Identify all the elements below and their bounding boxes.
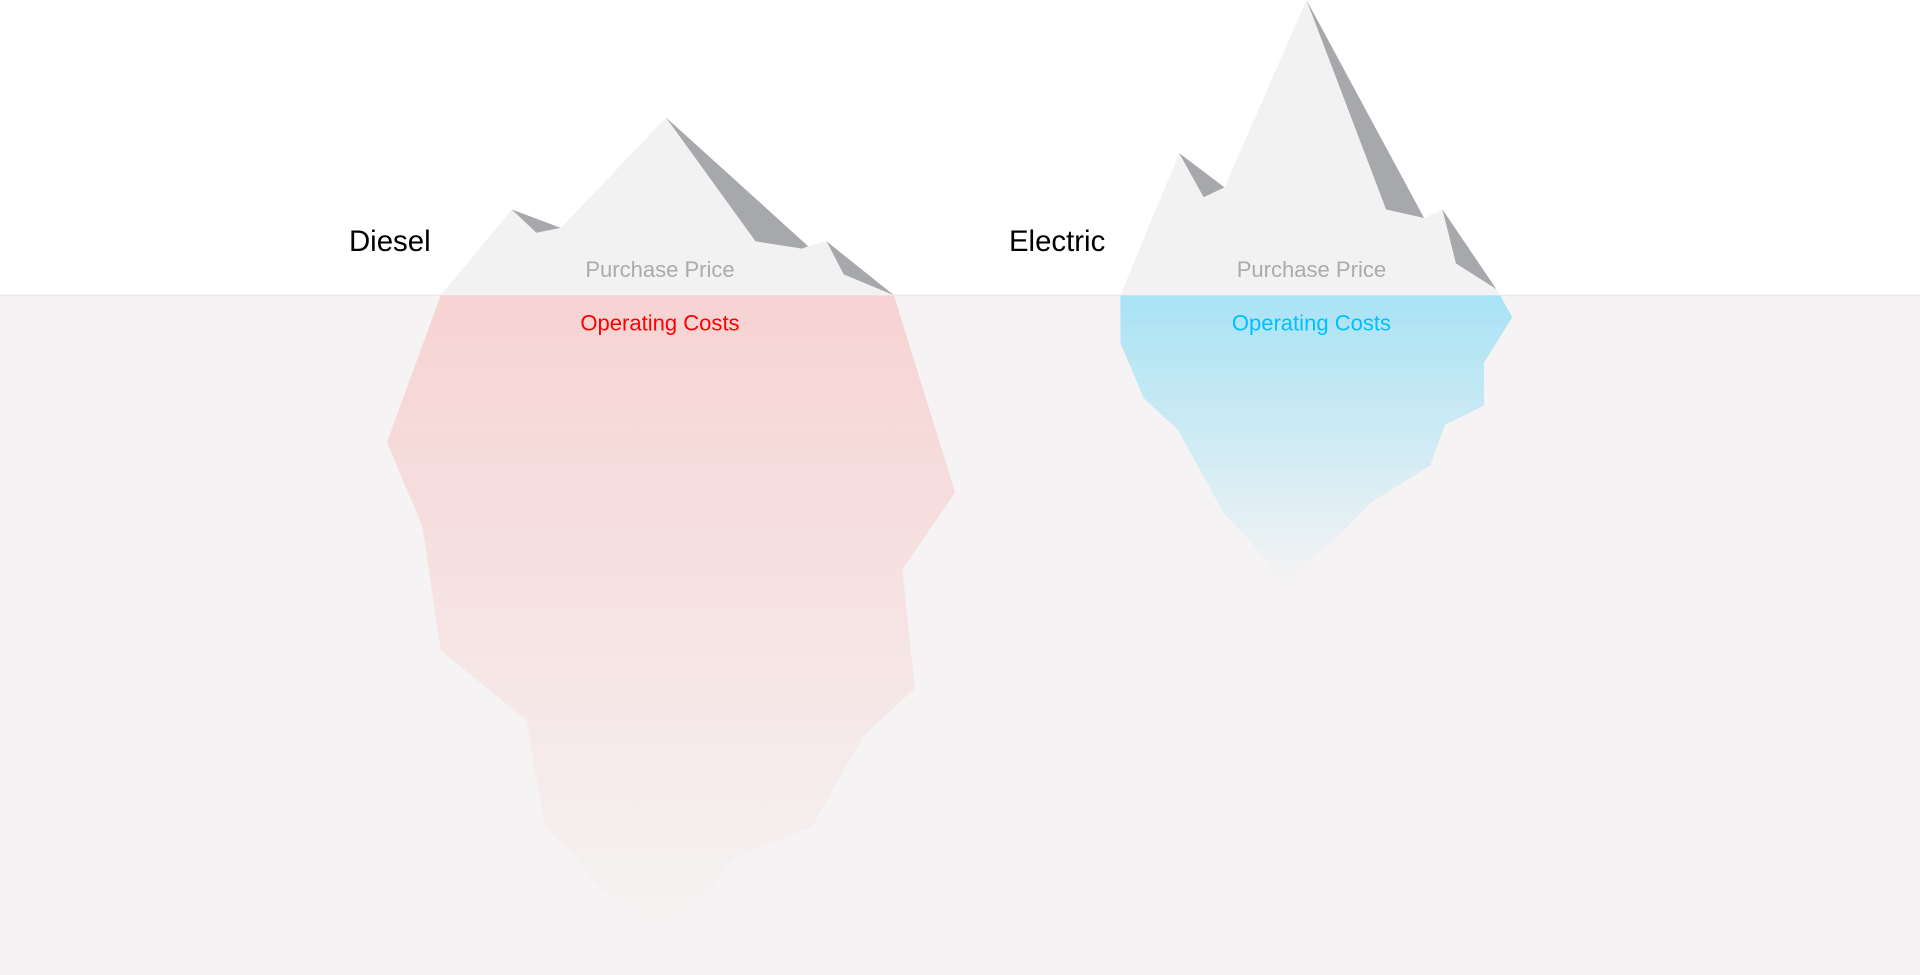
- water: [0, 295, 1920, 975]
- electric-shadow: [1179, 153, 1225, 198]
- diesel-title: Diesel: [349, 225, 431, 258]
- electric-submerged: [1120, 295, 1513, 584]
- electric-tip: [1120, 0, 1500, 296]
- electric-iceberg: Electric Purchase Price Operating Costs: [1009, 0, 1513, 584]
- diesel-iceberg: Diesel Purchase Price Operating Costs: [349, 117, 956, 931]
- electric-shadow: [1442, 209, 1497, 290]
- diesel-operating-costs: Operating Costs: [580, 311, 739, 336]
- electric-purchase-price: Purchase Price: [1237, 257, 1386, 282]
- electric-operating-costs: Operating Costs: [1232, 311, 1391, 336]
- diesel-shadow: [511, 209, 561, 233]
- diesel-purchase-price: Purchase Price: [585, 257, 734, 282]
- sky: [0, 0, 1920, 296]
- diesel-shadow: [826, 241, 894, 296]
- diesel-shadow: [666, 117, 809, 249]
- diesel-submerged: [386, 295, 956, 931]
- diesel-tip: [440, 117, 894, 296]
- electric-title: Electric: [1009, 225, 1105, 258]
